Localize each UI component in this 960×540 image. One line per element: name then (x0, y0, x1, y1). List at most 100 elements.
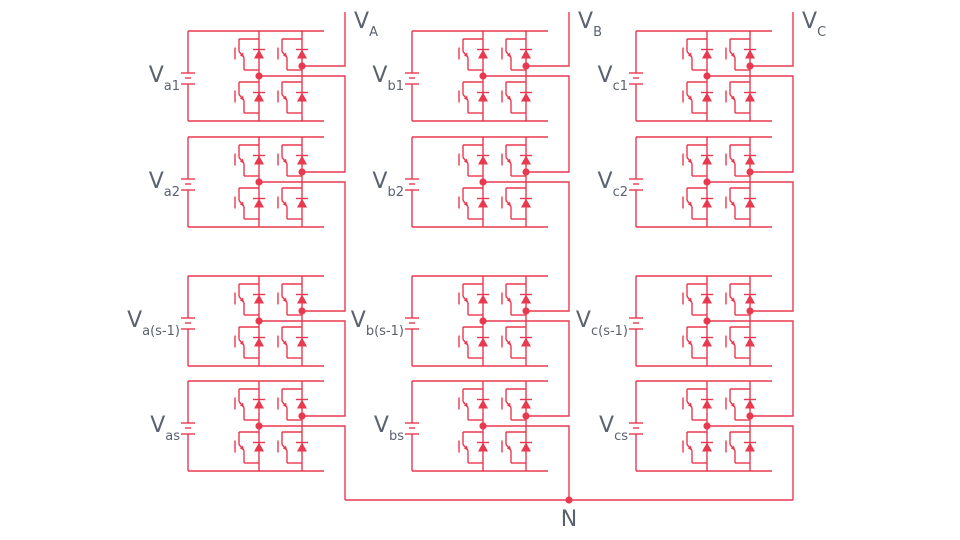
source-voltage-subscript: a2 (164, 185, 180, 200)
source-voltage-label: Va2 (149, 169, 180, 200)
source-voltage-base: V (351, 308, 366, 333)
source-voltage-label: Vc1 (598, 63, 628, 94)
source-voltage-label: Vc2 (598, 169, 628, 200)
igbt-with-antiparallel-diode-icon (725, 80, 756, 115)
diode-icon (254, 155, 264, 165)
igbt-arrow (507, 445, 511, 451)
diode-icon (297, 442, 307, 452)
h-bridge-cell (629, 380, 794, 500)
h-bridge-cell (405, 136, 570, 312)
igbt-with-antiparallel-diode-icon (277, 80, 308, 115)
igbt-arrow (240, 201, 244, 207)
igbt-arrow (464, 402, 468, 408)
igbt-with-antiparallel-diode-icon (234, 80, 265, 115)
igbt-with-antiparallel-diode-icon (234, 282, 265, 317)
source-voltage-label: Vc(s-1) (576, 308, 628, 339)
series-wire (483, 75, 570, 173)
source-voltage-base: V (372, 63, 387, 88)
diode-icon (521, 92, 531, 102)
igbt-arrow (464, 95, 468, 101)
igbt-with-antiparallel-diode-icon (501, 430, 532, 465)
source-voltage-label: Vb2 (372, 169, 404, 200)
series-wire (707, 181, 794, 312)
diode-icon (702, 399, 712, 409)
diode-icon (745, 294, 755, 304)
igbt-with-antiparallel-diode-icon (277, 430, 308, 465)
igbt-arrow (240, 95, 244, 101)
source-voltage-subscript: c1 (613, 79, 628, 94)
diode-icon (745, 198, 755, 208)
source-voltage-base: V (149, 169, 164, 194)
dc-source-icon (629, 317, 643, 330)
igbt-with-antiparallel-diode-icon (234, 37, 265, 72)
diode-icon (254, 337, 264, 347)
igbt-arrow (240, 297, 244, 303)
igbt-with-antiparallel-diode-icon (725, 186, 756, 221)
diode-icon (702, 442, 712, 452)
igbt-with-antiparallel-diode-icon (277, 37, 308, 72)
source-voltage-subscript: c(s-1) (591, 324, 628, 339)
dc-source-icon (629, 422, 643, 435)
igbt-with-antiparallel-diode-icon (277, 282, 308, 317)
igbt-with-antiparallel-diode-icon (458, 80, 489, 115)
source-voltage-label: Vb(s-1) (351, 308, 404, 339)
output-wire (302, 12, 346, 67)
dc-source-icon (181, 72, 195, 85)
output-wire (526, 12, 570, 67)
diode-icon (521, 337, 531, 347)
neutral-wire (707, 425, 794, 500)
igbt-arrow (283, 52, 287, 58)
igbt-arrow (688, 340, 692, 346)
junction-dot-icon (298, 168, 306, 176)
igbt-arrow (688, 52, 692, 58)
igbt-arrow (688, 158, 692, 164)
igbt-arrow (507, 201, 511, 207)
igbt-arrow (731, 297, 735, 303)
output-voltage-subscript: C (817, 25, 826, 40)
series-wire (483, 320, 570, 417)
igbt-arrow (731, 201, 735, 207)
igbt-arrow (688, 297, 692, 303)
diode-icon (702, 198, 712, 208)
neutral-point: N (345, 496, 793, 532)
diode-icon (702, 294, 712, 304)
igbt-arrow (731, 402, 735, 408)
igbt-arrow (464, 158, 468, 164)
igbt-arrow (688, 402, 692, 408)
diode-icon (254, 49, 264, 59)
h-bridge-cell (629, 12, 794, 173)
neutral-wire (259, 425, 346, 500)
igbt-arrow (731, 158, 735, 164)
output-wire (750, 12, 794, 67)
igbt-arrow (283, 201, 287, 207)
h-bridge-cell (181, 275, 346, 417)
source-voltage-label: Vcs (599, 413, 628, 444)
diode-icon (478, 92, 488, 102)
junction-dot-icon (298, 307, 306, 315)
igbt-with-antiparallel-diode-icon (277, 325, 308, 360)
igbt-with-antiparallel-diode-icon (682, 37, 713, 72)
diode-icon (745, 442, 755, 452)
dc-source-icon (181, 422, 195, 435)
igbt-with-antiparallel-diode-icon (501, 387, 532, 422)
h-bridge-cell (405, 275, 570, 417)
igbt-with-antiparallel-diode-icon (682, 325, 713, 360)
diode-icon (478, 198, 488, 208)
igbt-with-antiparallel-diode-icon (458, 37, 489, 72)
diode-icon (478, 155, 488, 165)
diode-icon (745, 337, 755, 347)
series-wire (259, 320, 346, 417)
igbt-arrow (283, 402, 287, 408)
source-voltage-label: Va(s-1) (127, 308, 180, 339)
igbt-arrow (283, 158, 287, 164)
source-voltage-label: Vbs (374, 413, 404, 444)
output-voltage-label: VA (354, 9, 378, 40)
source-voltage-base: V (598, 63, 613, 88)
dc-source-icon (405, 317, 419, 330)
diode-icon (297, 294, 307, 304)
junction-dot-icon (522, 168, 530, 176)
dc-source-icon (405, 422, 419, 435)
igbt-with-antiparallel-diode-icon (682, 430, 713, 465)
h-bridge-cell (181, 380, 346, 500)
source-voltage-base: V (599, 413, 614, 438)
